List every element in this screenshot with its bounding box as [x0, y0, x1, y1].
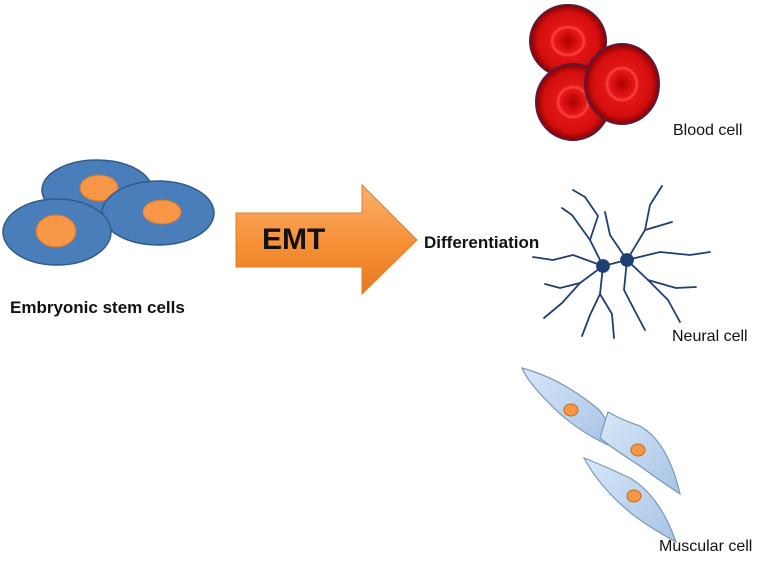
- red-blood-cell: [584, 43, 660, 125]
- red-blood-cells-icon: [529, 4, 660, 141]
- emt-arrow: [235, 183, 418, 296]
- stem-cell: [101, 180, 215, 246]
- muscle-cell: [582, 456, 678, 544]
- source-label: Embryonic stem cells: [10, 298, 185, 317]
- arrow-label: EMT: [262, 223, 326, 256]
- stem-cell: [2, 198, 112, 266]
- muscle-cell: [520, 367, 610, 446]
- process-label: Differentiation: [424, 233, 540, 252]
- target-label-muscular: Muscular cell: [659, 538, 753, 555]
- neuron-icon: [532, 185, 711, 339]
- red-blood-cell: [529, 4, 607, 78]
- target-label-neural: Neural cell: [672, 328, 748, 345]
- target-label-blood: Blood cell: [673, 122, 743, 139]
- stem-cells-icon: [2, 159, 215, 266]
- muscle-cells-icon: [520, 367, 681, 544]
- muscle-cell: [599, 411, 681, 496]
